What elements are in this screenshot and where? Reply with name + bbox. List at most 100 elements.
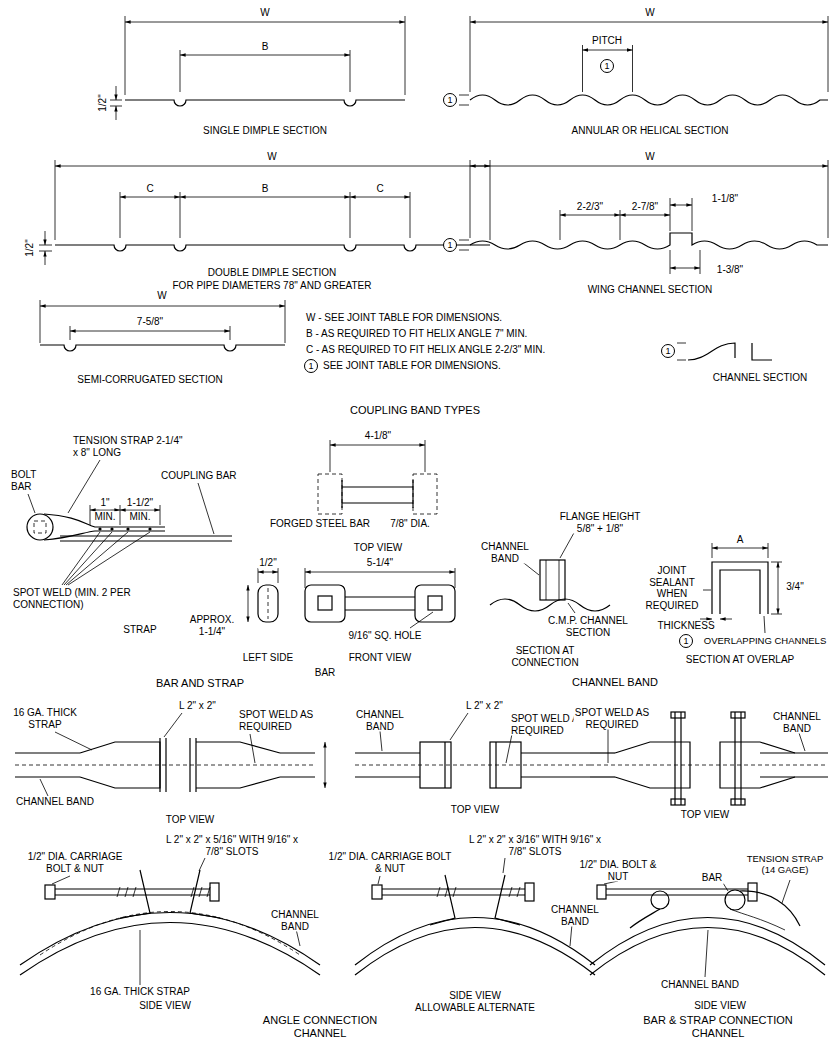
wing-channel-section-line — [670, 198, 671, 231]
part-label: TENSION STRAP (14 GAGE) — [741, 854, 829, 876]
wing-channel-section-line — [459, 240, 469, 241]
part-label: L 2" x 2" — [465, 700, 504, 712]
angle-connection-alternate-line — [380, 731, 382, 751]
angle-connection-line — [190, 870, 220, 918]
channel-band-sections-line — [559, 560, 560, 600]
section-title: WING CHANNEL SECTION — [587, 284, 714, 296]
angle-connection — [15, 713, 325, 985]
channel-band-sections-line — [768, 543, 769, 558]
strap-detail-line — [198, 483, 214, 534]
wing-channel-section-line — [670, 250, 671, 274]
part-label: CHANNEL BAND — [15, 796, 95, 808]
wing-channel-section-line — [828, 160, 829, 238]
channel-band-sections-line — [771, 562, 782, 563]
part-label: SPOT WELD (MIN. 2 PER CONNECTION) — [12, 587, 164, 610]
bar-strap-connection-line — [795, 752, 828, 753]
dimension-label: 5-1/4" — [366, 557, 394, 569]
forged-bar-detail-line — [342, 486, 413, 487]
double-dimple-section-line — [39, 251, 52, 252]
annular-helical-section-line — [459, 105, 469, 106]
note-text: C - AS REQUIRED TO FIT HELIX ANGLE 2-2/3… — [305, 344, 546, 356]
forged-bar-detail-line — [268, 588, 269, 619]
dimension-label: 7-5/8" — [136, 316, 164, 328]
semi-corrugated-section-line — [285, 300, 286, 343]
strap-detail-line — [28, 494, 35, 513]
bar-strap-connection-line — [731, 712, 745, 718]
channel-section-line — [677, 360, 686, 361]
double-dimple-section-line — [180, 192, 181, 238]
angle-connection-alternate-line — [495, 742, 496, 788]
dimension-label: B — [261, 41, 270, 53]
channel-band-sections-line — [720, 619, 732, 620]
callout-number: 1 — [304, 359, 318, 373]
section-title: ANNULAR OR HELICAL SECTION — [571, 125, 730, 137]
view-label: TOP VIEW — [680, 809, 731, 821]
strap-detail-line — [64, 532, 112, 585]
section-title: SEMI-CORRUGATED SECTION — [76, 374, 223, 386]
strap-detail-line — [120, 505, 121, 525]
angle-connection-line — [117, 887, 210, 897]
part-label: L 2" x 2" x 3/16" WITH 9/16" x 7/8" SLOT… — [459, 834, 611, 857]
forged-bar-detail-line — [305, 568, 306, 588]
part-label: COUPLING BAR — [160, 470, 238, 482]
callout-number: 1 — [600, 59, 614, 73]
channel-section-line — [752, 343, 772, 360]
dimension-label: 3/4" — [785, 581, 804, 593]
part-label: 16 GA. THICK STRAP — [89, 986, 191, 998]
double-dimple-section-line — [55, 160, 56, 240]
double-dimple-section-line — [180, 197, 350, 198]
angle-connection-line — [195, 738, 196, 792]
forged-bar-detail-line — [341, 480, 342, 508]
angle-connection-line — [165, 738, 166, 792]
dimension-label: MIN. — [128, 511, 151, 523]
angle-connection-line — [280, 776, 315, 777]
angle-connection-line — [196, 742, 280, 788]
channel-band-sections-line — [771, 614, 782, 615]
single-dimple-section-line — [125, 22, 405, 23]
bar-strap-connection-line — [608, 726, 609, 763]
part-label: CHANNEL BAND — [350, 709, 410, 732]
part-label: BOLT BAR — [10, 469, 46, 492]
bar-strap-connection-line — [730, 909, 785, 930]
view-label: FRONT VIEW — [348, 652, 413, 664]
forged-bar-detail-line — [342, 502, 413, 503]
wing-channel-section-line — [459, 250, 469, 251]
channel-band-sections-line — [712, 548, 768, 549]
strap-detail-line — [34, 521, 46, 533]
strap-detail-line — [160, 505, 161, 525]
view-label: LEFT SIDE — [242, 652, 294, 664]
annular-helical-section-line — [828, 16, 829, 92]
angle-connection-alternate-line — [521, 752, 590, 753]
part-label: CHANNEL BAND — [265, 909, 325, 932]
dimension-label: W — [644, 7, 655, 19]
angle-connection-alternate-line — [525, 883, 534, 901]
angle-connection-line — [15, 752, 80, 753]
part-label: L 2" x 2" x 5/16" WITH 9/16" x 7/8" SLOT… — [156, 834, 308, 857]
callout-number: 1 — [679, 634, 693, 648]
single-dimple-section-line — [116, 86, 117, 100]
angle-connection-line — [80, 742, 160, 788]
bar-strap-connection-line — [597, 885, 606, 899]
forged-bar-detail-line — [278, 568, 279, 583]
view-label: STRAP — [122, 624, 157, 636]
angle-connection-line — [159, 738, 160, 792]
section-title: COUPLING BAND TYPES — [349, 404, 481, 417]
bar-strap-connection-line — [705, 930, 708, 977]
angle-connection-alternate-line — [506, 734, 512, 763]
channel-band-sections-line — [703, 590, 711, 591]
angle-connection-alternate-line — [437, 887, 520, 897]
angle-connection-line — [189, 738, 190, 792]
section-title: SECTION AT CONNECTION — [504, 645, 586, 668]
single-dimple-section-line — [125, 100, 405, 106]
bar-strap-connection-line — [615, 742, 690, 788]
single-dimple-section-line — [125, 16, 126, 95]
semi-corrugated-section — [40, 300, 285, 351]
dimension-label: C — [145, 183, 154, 195]
annular-helical-section-line — [582, 45, 583, 92]
double-dimple-section-line — [350, 192, 351, 238]
bar-strap-connection-line — [590, 776, 615, 777]
semi-corrugated-section-line — [40, 306, 285, 307]
bar-strap-connection-line — [740, 891, 800, 926]
angle-connection-alternate-line — [372, 885, 382, 899]
